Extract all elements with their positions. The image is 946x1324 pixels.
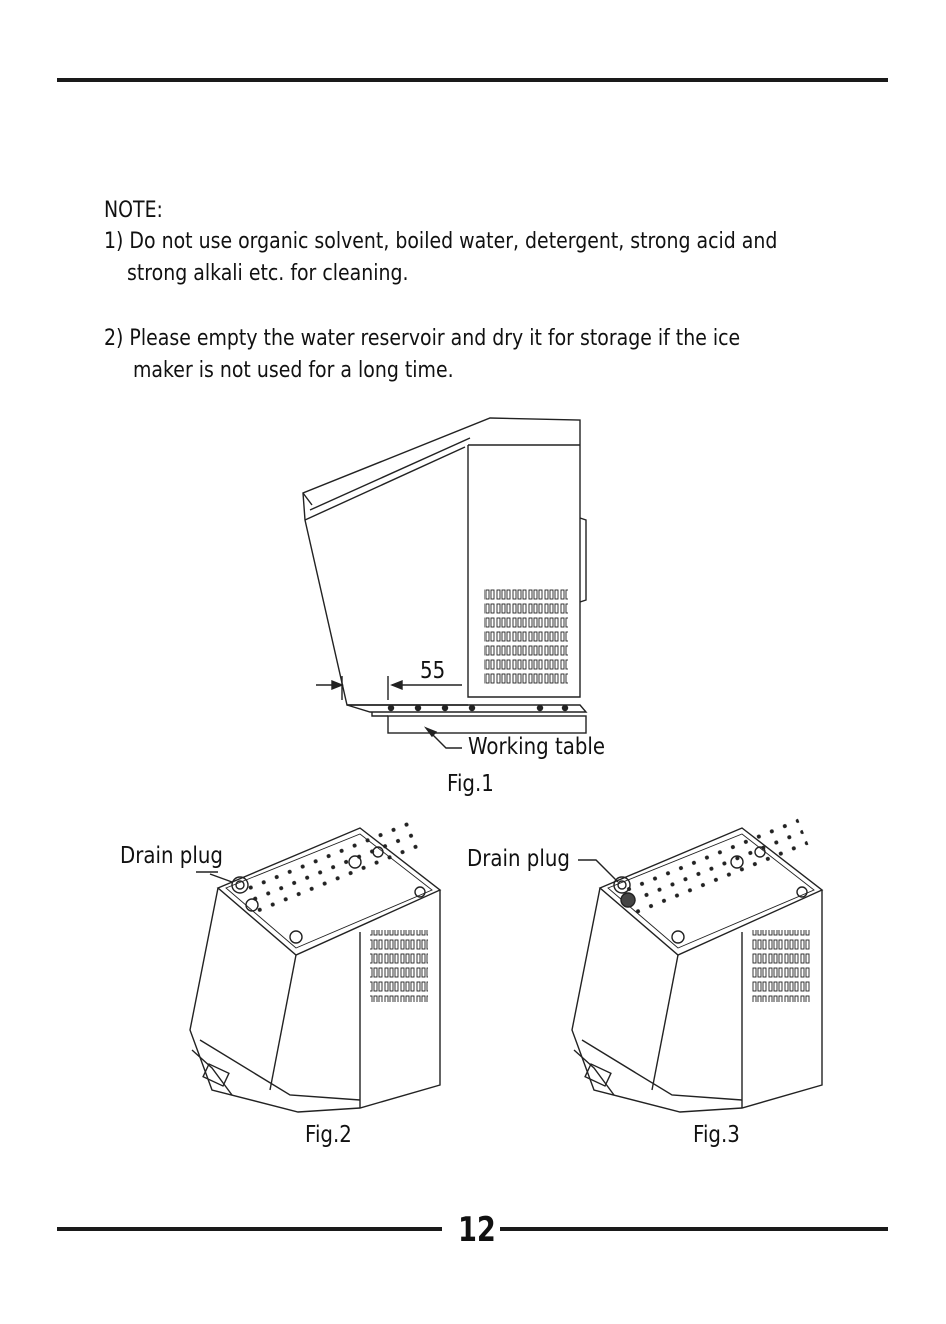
working-table-label: Working table bbox=[468, 734, 605, 760]
figure-3-drain-plug-label: Drain plug bbox=[467, 846, 570, 872]
figure-1-ice-maker-side-view bbox=[303, 418, 586, 748]
figure-2-ice-maker-bottom-view bbox=[190, 813, 440, 1112]
figure-2-drain-plug-label: Drain plug bbox=[120, 843, 223, 869]
footer-rule-left bbox=[57, 1227, 442, 1231]
figure-1-caption: Fig.1 bbox=[447, 771, 494, 797]
page-number: 12 bbox=[458, 1210, 496, 1250]
figure-3-ice-maker-bottom-view bbox=[572, 813, 822, 1112]
figure-3-caption: Fig.3 bbox=[693, 1122, 740, 1148]
footer-rule-right bbox=[500, 1227, 888, 1231]
dimension-label: 55 bbox=[420, 658, 445, 684]
figure-2-caption: Fig.2 bbox=[305, 1122, 352, 1148]
